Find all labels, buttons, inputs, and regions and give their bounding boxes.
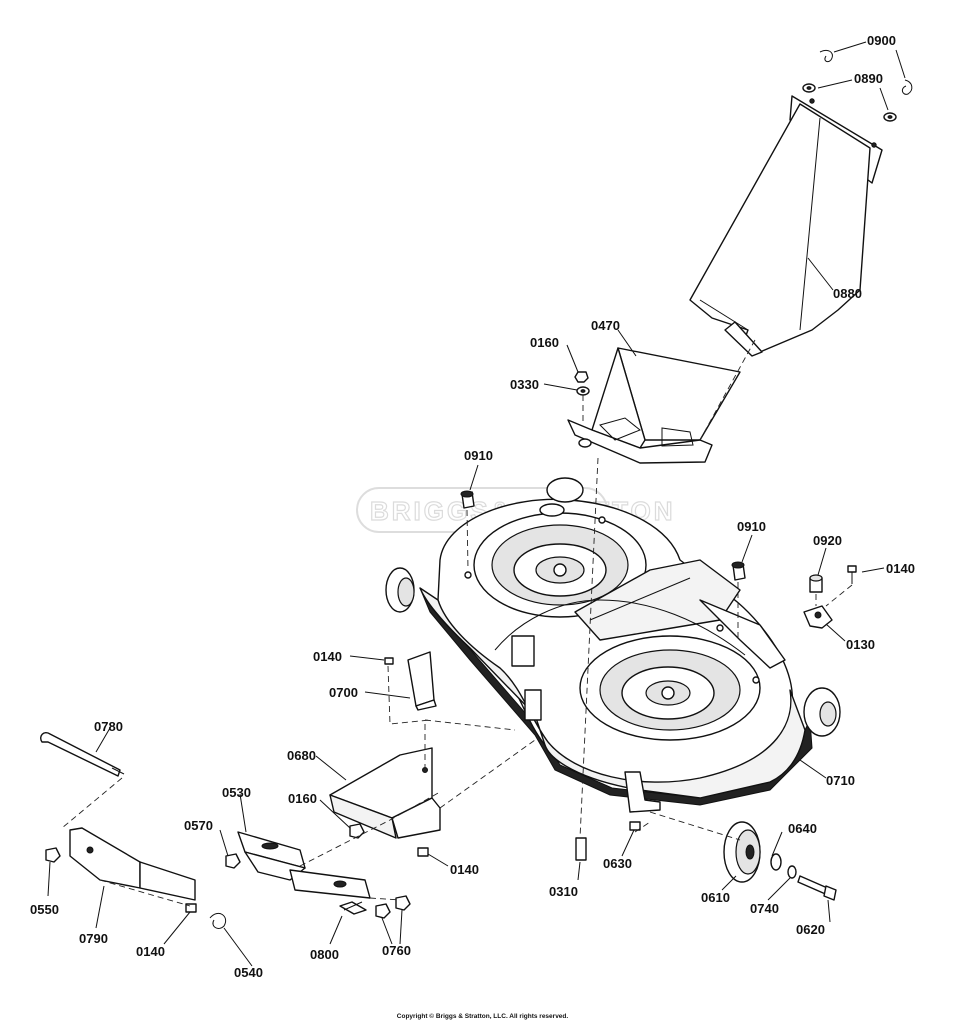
wheel-adjust-hardware[interactable] xyxy=(803,565,857,629)
belt-cover-0680[interactable] xyxy=(329,747,441,839)
callout-labels: 0900 0890 0880 0470 0160 0330 0910 0910 … xyxy=(30,33,915,980)
callout-0910-right: 0910 xyxy=(737,519,766,534)
callout-0140-cover: 0140 xyxy=(450,862,479,877)
lift-rod-0780[interactable] xyxy=(40,732,125,777)
callout-0160-cover: 0160 xyxy=(288,791,317,806)
callout-0640: 0640 xyxy=(788,821,817,836)
chute-hardware[interactable] xyxy=(802,49,913,122)
callout-0780: 0780 xyxy=(94,719,123,734)
callout-0890: 0890 xyxy=(854,71,883,86)
callout-0610: 0610 xyxy=(701,890,730,905)
callout-0540: 0540 xyxy=(234,965,263,980)
callout-0140-right: 0140 xyxy=(886,561,915,576)
callout-0910-left: 0910 xyxy=(464,448,493,463)
callout-0680: 0680 xyxy=(287,748,316,763)
callout-0880: 0880 xyxy=(833,286,862,301)
callout-0470: 0470 xyxy=(591,318,620,333)
callout-0140-bracket: 0140 xyxy=(313,649,342,664)
assembly-lines xyxy=(61,339,853,907)
callout-0160-chute: 0160 xyxy=(530,335,559,350)
callout-0630: 0630 xyxy=(603,856,632,871)
callout-0740: 0740 xyxy=(750,901,779,916)
callout-0790: 0790 xyxy=(79,931,108,946)
bracket-0700[interactable] xyxy=(407,651,437,711)
callout-0620: 0620 xyxy=(796,922,825,937)
discharge-chute[interactable] xyxy=(689,95,883,357)
callout-0700: 0700 xyxy=(329,685,358,700)
bracket-0790[interactable] xyxy=(69,827,196,901)
bushing-left[interactable] xyxy=(460,490,475,509)
callout-0710: 0710 xyxy=(826,773,855,788)
deflector-chute[interactable] xyxy=(567,347,741,464)
wheel-axle-hardware[interactable] xyxy=(575,821,837,901)
callout-0800: 0800 xyxy=(310,947,339,962)
callout-0330: 0330 xyxy=(510,377,539,392)
front-gauge-wheel[interactable] xyxy=(723,821,761,883)
callout-0310: 0310 xyxy=(549,884,578,899)
washer-nut-hardware[interactable] xyxy=(574,371,590,396)
callout-0140-link: 0140 xyxy=(136,944,165,959)
callout-0900: 0900 xyxy=(867,33,896,48)
callout-0760: 0760 xyxy=(382,943,411,958)
callout-0570: 0570 xyxy=(184,818,213,833)
leader-lines xyxy=(47,41,906,967)
linkage-hardware[interactable] xyxy=(45,657,429,929)
callout-0530: 0530 xyxy=(222,785,251,800)
mower-deck[interactable] xyxy=(385,477,841,813)
bushing-right[interactable] xyxy=(731,561,746,581)
callout-0130: 0130 xyxy=(846,637,875,652)
callout-0920: 0920 xyxy=(813,533,842,548)
linkage-0530[interactable] xyxy=(237,831,371,899)
callout-0550: 0550 xyxy=(30,902,59,917)
copyright-notice: Copyright © Briggs & Stratton, LLC. All … xyxy=(396,1013,569,1020)
